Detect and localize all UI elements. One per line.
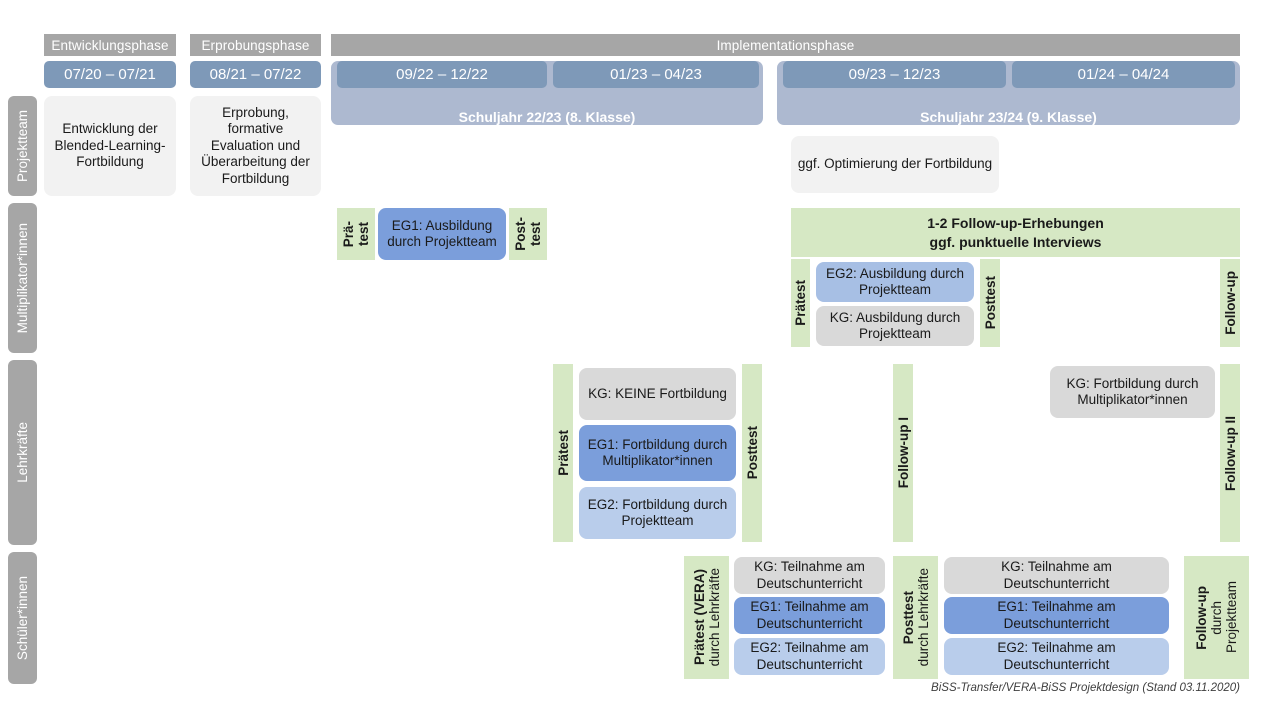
card-text: EG2: Ausbildung durch Projektteam	[825, 265, 965, 297]
card-text: Entwicklung der Blended-Learning-Fortbil…	[54, 121, 166, 170]
schueler-kg-left-card: KG: Teilnahme am Deutschunterricht	[734, 557, 885, 594]
card-text: EG1: Teilnahme am Deutschunterricht	[997, 599, 1116, 631]
lehrkraefte-followup-2-strip: Follow-up II	[1220, 364, 1240, 542]
card-text: EG2: Teilnahme am Deutschunterricht	[997, 640, 1116, 672]
card-text: KG: Teilnahme am Deutschunterricht	[754, 559, 865, 591]
school-year-label: Schuljahr 23/24 (9. Klasse)	[920, 109, 1097, 125]
posttest-label: Posttest	[744, 426, 760, 480]
row-label-text: Multiplikator*innen	[15, 222, 30, 334]
footer-text: BiSS-Transfer/VERA-BiSS Projektdesign (S…	[931, 682, 1240, 694]
schueler-kg-right-card: KG: Teilnahme am Deutschunterricht	[944, 557, 1169, 594]
followup-band-line2: ggf. punktuelle Interviews	[929, 233, 1102, 250]
multiplikatoren-followup-band: 1-2 Follow-up-Erhebungen ggf. punktuelle…	[791, 208, 1240, 257]
followup-sub-projektteam: Projektteam	[1224, 581, 1239, 654]
row-label-schuelerinnen: Schüler*innen	[8, 552, 37, 684]
lehrkraefte-eg1-card: EG1: Fortbildung durch Multiplikator*inn…	[579, 425, 736, 481]
phase-header-label: Erprobungsphase	[201, 37, 310, 53]
card-text: EG1: Teilnahme am Deutschunterricht	[750, 599, 869, 631]
row-label-lehrkraefte: Lehrkräfte	[8, 360, 37, 545]
followup-sub-durch: durch	[1209, 600, 1224, 635]
card-text: EG2: Fortbildung durch Projektteam	[587, 496, 728, 528]
date-bar-0123-0423: 01/23 – 04/23	[553, 61, 759, 88]
followup-1-label: Follow-up I	[895, 417, 911, 489]
projektteam-optimierung-card: ggf. Optimierung der Fortbildung	[791, 136, 999, 193]
posttest-label-line1: Post-	[513, 217, 528, 251]
praetest-vera-bold: Prätest (VERA)	[691, 569, 707, 666]
date-bar-label: 08/21 – 07/22	[209, 66, 302, 83]
card-text: Erprobung, formative Evaluation und Über…	[201, 104, 310, 186]
praetest-label-line1: Prä-	[341, 220, 356, 248]
followup-2-label: Follow-up II	[1222, 415, 1238, 491]
praetest-label-line2: test	[356, 221, 371, 246]
phase-header-label: Entwicklungsphase	[51, 37, 169, 53]
multiplikatoren-praetest-2: Prätest	[791, 259, 810, 347]
phase-header-label: Implementationsphase	[716, 37, 855, 53]
multiplikatoren-kg-card: KG: Ausbildung durch Projektteam	[816, 306, 974, 346]
posttest-bold: Posttest	[900, 590, 916, 645]
card-text: KG: KEINE Fortbildung	[588, 385, 727, 401]
praetest-label: Prätest	[555, 430, 571, 476]
schueler-followup-strip: Follow-up durch Projektteam	[1184, 556, 1249, 679]
date-bar-0124-0424: 01/24 – 04/24	[1012, 61, 1235, 88]
phase-header-entwicklungsphase: Entwicklungsphase	[44, 34, 176, 56]
followup-label: Follow-up	[1222, 271, 1238, 335]
footer-caption: BiSS-Transfer/VERA-BiSS Projektdesign (S…	[700, 682, 1240, 694]
schueler-posttest-strip: Posttest durch Lehrkräfte	[893, 556, 938, 679]
praetest-vera-sub: durch Lehrkräfte	[706, 568, 722, 667]
date-bar-label: 07/20 – 07/21	[64, 66, 156, 83]
row-label-multiplikatorinnen: Multiplikator*innen	[8, 203, 37, 353]
date-bar-0720-0721: 07/20 – 07/21	[44, 61, 176, 88]
lehrkraefte-kg-keine-card: KG: KEINE Fortbildung	[579, 368, 736, 420]
multiplikatoren-posttest-2: Posttest	[980, 259, 1000, 347]
card-text: KG: Fortbildung durch Multiplikator*inne…	[1066, 375, 1199, 407]
posttest-label-line2: test	[528, 221, 543, 246]
card-text: EG2: Teilnahme am Deutschunterricht	[750, 640, 869, 672]
lehrkraefte-posttest-strip: Posttest	[742, 364, 762, 542]
date-bar-label: 09/22 – 12/22	[396, 66, 488, 83]
multiplikatoren-eg2-card: EG2: Ausbildung durch Projektteam	[816, 262, 974, 302]
schueler-eg1-right-card: EG1: Teilnahme am Deutschunterricht	[944, 597, 1169, 634]
multiplikatoren-followup-strip: Follow-up	[1220, 259, 1240, 347]
lehrkraefte-followup-1-strip: Follow-up I	[893, 364, 913, 542]
multiplikatoren-posttest-1: Post- test	[509, 208, 547, 260]
card-text: ggf. Optimierung der Fortbildung	[797, 156, 993, 172]
schueler-eg2-right-card: EG2: Teilnahme am Deutschunterricht	[944, 638, 1169, 675]
projektteam-entwicklung-card: Entwicklung der Blended-Learning-Fortbil…	[44, 96, 176, 196]
date-bar-label: 01/23 – 04/23	[610, 66, 702, 83]
school-year-label: Schuljahr 22/23 (8. Klasse)	[458, 109, 636, 125]
phase-header-implementationsphase: Implementationsphase	[331, 34, 1240, 56]
posttest-label: Posttest	[982, 276, 998, 330]
card-text: EG1: Ausbildung durch Projektteam	[387, 217, 497, 249]
card-text: KG: Teilnahme am Deutschunterricht	[1001, 559, 1112, 591]
schueler-praetest-vera-strip: Prätest (VERA) durch Lehrkräfte	[684, 556, 729, 679]
multiplikatoren-praetest-1: Prä- test	[337, 208, 375, 260]
projektteam-erprobung-card: Erprobung, formative Evaluation und Über…	[190, 96, 321, 196]
row-label-text: Schüler*innen	[15, 575, 30, 661]
date-bar-0821-0722: 08/21 – 07/22	[190, 61, 321, 88]
date-bar-label: 01/24 – 04/24	[1077, 66, 1170, 83]
posttest-sub: durch Lehrkräfte	[915, 568, 931, 667]
schueler-eg1-left-card: EG1: Teilnahme am Deutschunterricht	[734, 597, 885, 634]
lehrkraefte-eg2-card: EG2: Fortbildung durch Projektteam	[579, 487, 736, 539]
followup-band-line1: 1-2 Follow-up-Erhebungen	[927, 214, 1104, 231]
phase-header-erprobungsphase: Erprobungsphase	[190, 34, 321, 56]
date-bar-0922-1222: 09/22 – 12/22	[337, 61, 547, 88]
card-text: EG1: Fortbildung durch Multiplikator*inn…	[587, 436, 728, 468]
row-label-projektteam: Projektteam	[8, 96, 37, 196]
row-label-text: Projektteam	[15, 109, 30, 183]
schueler-eg2-left-card: EG2: Teilnahme am Deutschunterricht	[734, 638, 885, 675]
lehrkraefte-kg-fortbildung-card: KG: Fortbildung durch Multiplikator*inne…	[1050, 366, 1215, 418]
multiplikatoren-eg1-card: EG1: Ausbildung durch Projektteam	[378, 208, 506, 260]
row-label-text: Lehrkräfte	[15, 422, 30, 483]
date-bar-0923-1223: 09/23 – 12/23	[783, 61, 1006, 88]
praetest-label: Prätest	[793, 280, 808, 326]
date-bar-label: 09/23 – 12/23	[848, 66, 941, 83]
lehrkraefte-praetest-strip: Prätest	[553, 364, 573, 542]
card-text: KG: Ausbildung durch Projektteam	[829, 309, 961, 341]
followup-bold: Follow-up	[1194, 585, 1209, 650]
